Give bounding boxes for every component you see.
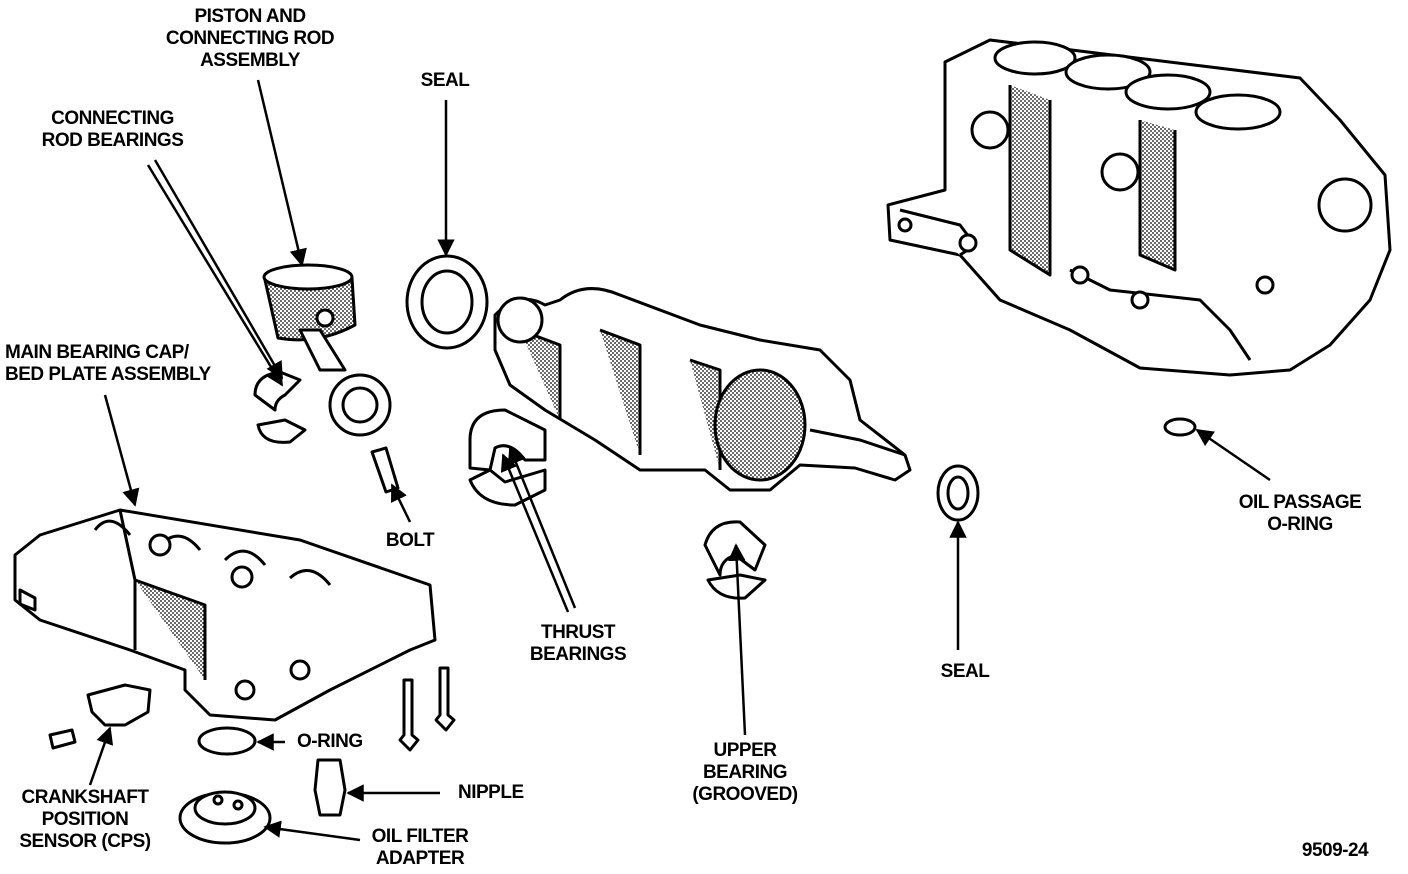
o-ring	[197, 726, 257, 756]
upper-bearing	[703, 520, 767, 600]
filter-bolt-left	[398, 678, 420, 752]
crankshaft-position-sensor	[48, 683, 152, 750]
label-piston-assembly: PISTON AND CONNECTING ROD ASSEMBLY	[165, 6, 335, 71]
label-o-ring: O-RING	[297, 731, 363, 752]
seal-right	[936, 464, 980, 522]
label-upper-bearing: UPPER BEARING (GROOVED)	[692, 740, 798, 805]
seal-top	[405, 254, 489, 350]
label-seal-top: SEAL	[420, 70, 470, 91]
label-seal-right: SEAL	[940, 661, 990, 682]
piston-and-connecting-rod	[262, 263, 392, 437]
leader-lines	[88, 79, 1271, 842]
label-main-bearing-cap: MAIN BEARING CAP/ BED PLATE ASSEMBLY	[5, 342, 211, 385]
thrust-bearings	[468, 408, 547, 507]
connecting-rod-bearings	[253, 370, 307, 444]
oil-filter-adapter	[178, 790, 272, 845]
label-oil-passage-o-ring: OIL PASSAGE O-RING	[1238, 492, 1362, 535]
engine-block	[886, 38, 1392, 377]
label-oil-filter-adapter: OIL FILTER ADAPTER	[371, 826, 469, 869]
bed-plate-assembly	[13, 508, 437, 722]
label-thrust-bearings: THRUST BEARINGS	[529, 622, 627, 665]
crankshaft	[493, 287, 912, 492]
oil-passage-o-ring	[1163, 417, 1197, 437]
label-bolt: BOLT	[385, 530, 435, 551]
figure-number: 9509-24	[1301, 840, 1369, 861]
label-crankshaft-position-sensor: CRANKSHAFT POSITION SENSOR (CPS)	[19, 787, 151, 852]
label-connecting-rod-bearings: CONNECTING ROD BEARINGS	[41, 108, 184, 151]
rod-bolt	[370, 446, 400, 494]
nipple	[313, 758, 347, 817]
label-nipple: NIPPLE	[458, 782, 524, 803]
filter-bolt-right	[434, 666, 456, 732]
